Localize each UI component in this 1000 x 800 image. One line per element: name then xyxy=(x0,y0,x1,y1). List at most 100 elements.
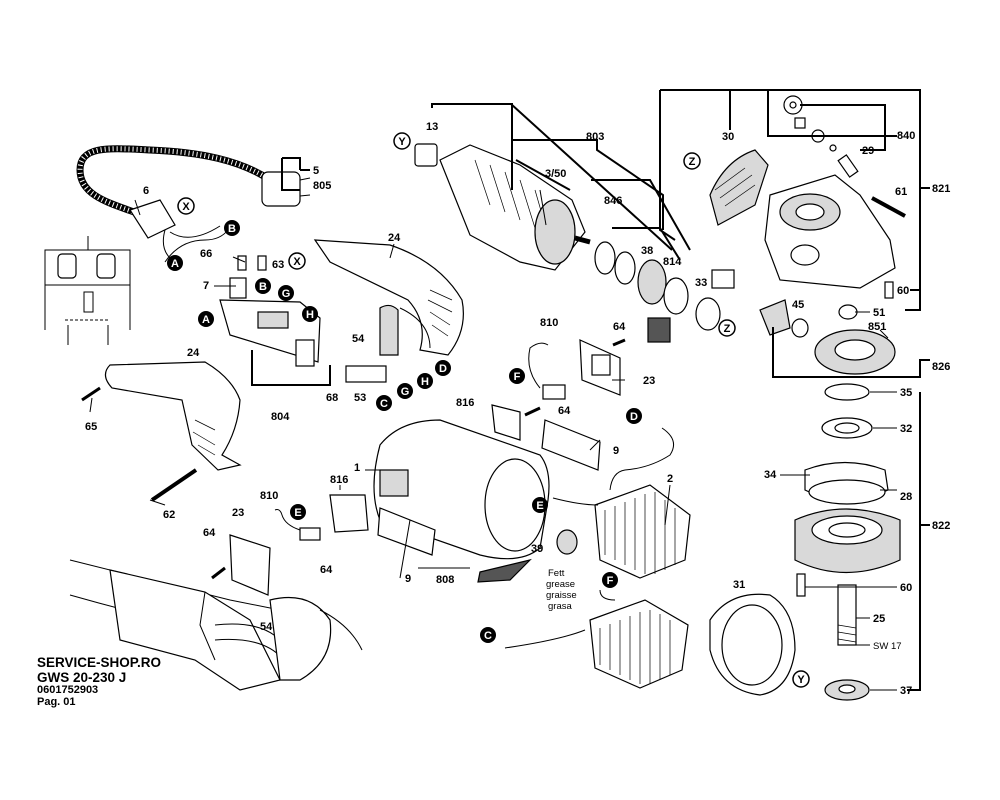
svg-text:A: A xyxy=(202,314,210,326)
label-9-a: 9 xyxy=(613,445,619,457)
spindle-stack xyxy=(794,383,901,701)
marker-Y-top: Y xyxy=(393,132,411,150)
label-1: 1 xyxy=(354,462,360,474)
label-803: 803 xyxy=(586,131,604,143)
label-37: 37 xyxy=(900,685,912,697)
label-31: 31 xyxy=(733,579,745,591)
svg-text:D: D xyxy=(439,363,447,375)
label-34: 34 xyxy=(764,469,777,481)
label-6: 6 xyxy=(143,185,149,197)
part-number-labels: 13 3/50 803 30 840 29 821 61 60 51 851 4… xyxy=(85,121,950,697)
marker-E-field: E xyxy=(532,497,548,513)
label-810-b: 810 xyxy=(260,490,278,502)
grease-note-en: grease xyxy=(546,579,575,590)
marker-Z-gear: Z xyxy=(683,152,701,170)
svg-text:Y: Y xyxy=(398,136,406,148)
label-851: 851 xyxy=(868,321,886,333)
grease-note: Fett grease graisse grasa xyxy=(546,568,577,612)
label-816-b: 816 xyxy=(330,474,348,486)
part-number: 0601752903 xyxy=(37,684,99,697)
svg-text:X: X xyxy=(182,201,190,213)
bearings xyxy=(594,241,735,343)
label-810-a: 810 xyxy=(540,317,558,329)
leader-lines xyxy=(89,89,930,691)
label-65: 65 xyxy=(85,421,97,433)
cord-protector xyxy=(129,199,176,239)
label-814: 814 xyxy=(663,256,682,268)
document-footer: SERVICE-SHOP.RO GWS 20-230 J 0601752903 … xyxy=(37,655,162,709)
svg-text:D: D xyxy=(630,411,638,423)
label-29: 29 xyxy=(862,145,874,157)
label-24-top: 24 xyxy=(388,232,401,244)
label-61: 61 xyxy=(895,186,907,198)
marker-H-switch: H xyxy=(417,373,433,389)
svg-text:B: B xyxy=(259,281,267,293)
label-2: 2 xyxy=(667,473,673,485)
label-804: 804 xyxy=(271,411,290,423)
grease-note-de: Fett xyxy=(548,568,565,579)
field-coils xyxy=(589,484,691,689)
label-32: 32 xyxy=(900,423,912,435)
svg-text:E: E xyxy=(536,500,543,512)
grease-note-es: grasa xyxy=(548,601,572,612)
label-45: 45 xyxy=(792,299,804,311)
svg-text:F: F xyxy=(514,371,521,383)
label-23-a: 23 xyxy=(643,375,655,387)
svg-text:Z: Z xyxy=(689,156,696,168)
marker-B-cord: B xyxy=(224,220,240,236)
marker-X-cord: X xyxy=(177,197,195,215)
screws xyxy=(81,196,906,597)
label-64-c: 64 xyxy=(203,527,216,539)
svg-text:X: X xyxy=(293,256,301,268)
bearing-flange xyxy=(709,593,796,696)
label-33: 33 xyxy=(695,277,707,289)
power-cord xyxy=(76,145,272,224)
label-28: 28 xyxy=(900,491,912,503)
label-64-a: 64 xyxy=(613,321,626,333)
marker-C-switch: C xyxy=(376,395,392,411)
marker-X-handle: X xyxy=(288,252,306,270)
page-number: Pag. 01 xyxy=(37,696,76,709)
marker-C-field: C xyxy=(480,627,496,643)
svg-text:E: E xyxy=(294,507,301,519)
label-sw17: SW 17 xyxy=(873,641,902,652)
marker-G-top: G xyxy=(278,285,294,301)
label-822: 822 xyxy=(932,520,950,532)
label-30: 30 xyxy=(722,131,734,143)
shop-name: SERVICE-SHOP.RO xyxy=(37,655,162,670)
svg-text:Z: Z xyxy=(724,323,731,335)
svg-text:B: B xyxy=(228,223,236,235)
handle-left xyxy=(104,361,242,471)
label-63: 63 xyxy=(272,259,284,271)
marker-E-brush: E xyxy=(290,504,306,520)
label-846: 846 xyxy=(604,195,622,207)
label-25: 25 xyxy=(873,613,885,625)
marker-A-switch: A xyxy=(198,311,214,327)
connection-markers: A B A B G H D H G C F D E E F C X X Y Z … xyxy=(167,132,810,688)
label-39: 39 xyxy=(531,543,543,555)
marker-F-field: F xyxy=(602,572,618,588)
svg-text:C: C xyxy=(484,630,492,642)
marker-F-brush: F xyxy=(509,368,525,384)
svg-text:H: H xyxy=(421,376,429,388)
label-3-50: 3/50 xyxy=(545,168,566,180)
marker-D-field: D xyxy=(626,408,642,424)
label-9-b: 9 xyxy=(405,573,411,585)
label-66: 66 xyxy=(200,248,212,260)
label-821: 821 xyxy=(932,183,950,195)
marker-A-cord: A xyxy=(167,255,183,271)
label-38: 38 xyxy=(641,245,653,257)
label-35: 35 xyxy=(900,387,912,399)
label-840: 840 xyxy=(897,130,915,142)
wiring-schematic xyxy=(44,236,131,345)
marker-H-top: H xyxy=(302,306,318,322)
armature xyxy=(414,143,591,271)
label-62: 62 xyxy=(163,509,175,521)
label-64-b: 64 xyxy=(558,405,571,417)
handle-top xyxy=(313,239,464,356)
model-name: GWS 20-230 J xyxy=(37,669,127,685)
label-51: 51 xyxy=(873,307,885,319)
svg-text:A: A xyxy=(171,258,179,270)
marker-G-switch: G xyxy=(397,383,413,399)
